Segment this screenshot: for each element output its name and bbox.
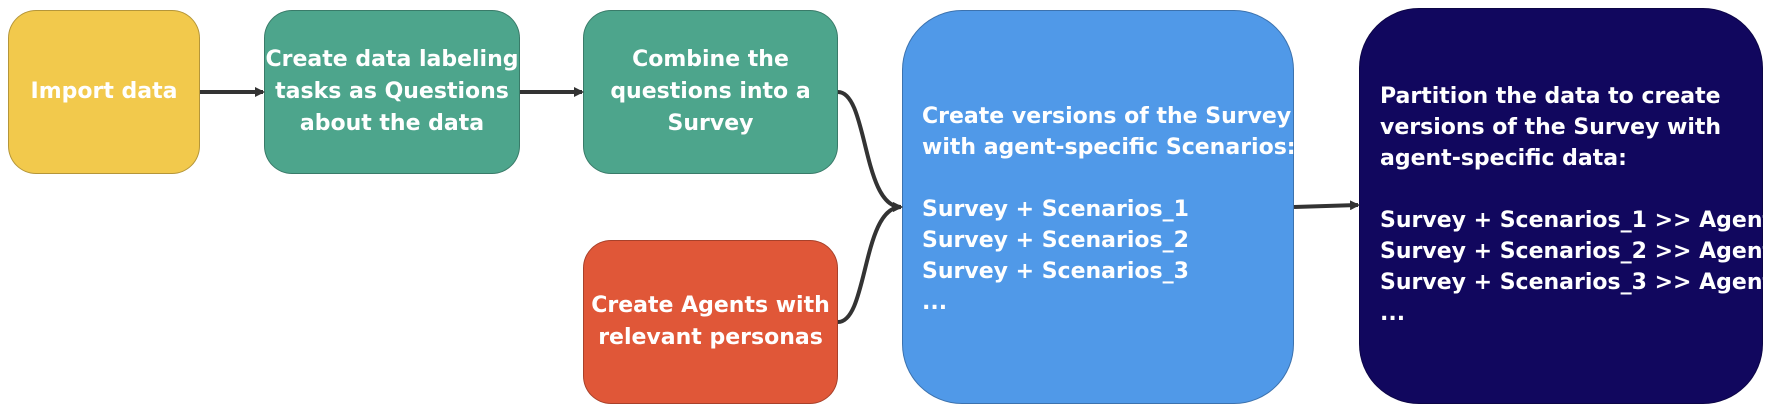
survey-versions-line [922,163,1293,194]
survey-versions-line: Survey + Scenarios_2 [922,228,1189,253]
survey-versions-line: Survey + Scenarios_3 [922,259,1189,284]
node-create-agents-label: Create Agents with relevant personas [591,293,830,350]
survey-versions-line: with agent-specific Scenarios: [922,135,1296,160]
node-import-data-label: Import data [30,79,178,104]
partition-line: agent-specific data: [1380,146,1627,171]
survey-versions-line: Create versions of the Survey [922,104,1292,129]
arrow-combine-to-versions [837,90,903,212]
survey-versions-line: Survey + Scenarios_1 [922,197,1189,222]
node-create-agents: Create Agents with relevant personas [583,240,838,404]
node-import-data: Import data [8,10,200,174]
partition-line: versions of the Survey with [1380,115,1722,140]
node-create-tasks-label: Create data labeling tasks as Questions … [265,47,519,136]
partition-line: Partition the data to create [1380,84,1721,109]
node-survey-versions: Create versions of the Survey with agent… [902,10,1296,404]
node-combine-survey-label: Combine the questions into a Survey [610,47,811,136]
node-create-tasks: Create data labeling tasks as Questions … [264,10,520,174]
node-combine-survey: Combine the questions into a Survey [583,10,838,174]
survey-versions-line: ... [922,290,948,315]
partition-line: ... [1380,301,1406,326]
arrow-agents-to-versions [837,202,903,324]
node-partition-data: Partition the data to create versions of… [1359,8,1768,404]
partition-line [1380,174,1762,205]
partition-line: Survey + Scenarios_1 >> Agent_1 [1380,208,1768,233]
partition-line: Survey + Scenarios_3 >> Agent_3 [1380,270,1768,295]
partition-line: Survey + Scenarios_2 >> Agent_2 [1380,239,1768,264]
arrow-versions-to-partition [1293,200,1360,211]
